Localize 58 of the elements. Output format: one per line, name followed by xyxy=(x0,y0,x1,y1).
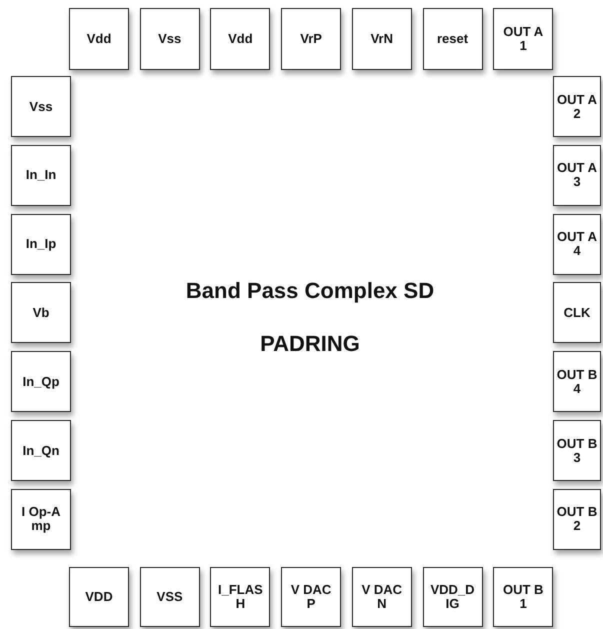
pad-box xyxy=(553,420,601,481)
pad-label: Vdd xyxy=(86,32,112,46)
pad-label: In_Qn xyxy=(22,444,60,458)
pad-box xyxy=(553,144,601,206)
pad-label: V DAC N xyxy=(360,583,404,611)
pad-box xyxy=(140,567,200,627)
pad-label: In_Ip xyxy=(26,237,56,252)
pad-box xyxy=(553,351,601,412)
pad-box xyxy=(352,8,412,70)
pad-box xyxy=(281,567,342,627)
pad-box xyxy=(140,8,200,70)
pad-label: OUT B4 xyxy=(556,368,598,396)
pad-label: OUT B2 xyxy=(556,505,598,534)
pad-label: I_FLASH xyxy=(217,583,264,611)
pad-box xyxy=(210,8,270,70)
pad-label: VDD_DIG xyxy=(430,583,476,611)
pad-box xyxy=(422,567,482,627)
pad-label: I Op-Amp xyxy=(20,505,62,534)
pad-box xyxy=(69,8,129,70)
chip-label: PADRING xyxy=(259,331,361,357)
pad-box xyxy=(493,567,554,627)
pad-label: V DAC P xyxy=(290,583,332,611)
pad-label: Vss xyxy=(29,100,53,114)
pad-box xyxy=(11,282,71,344)
pad-label: In_In xyxy=(26,168,56,182)
pad-box xyxy=(11,488,71,550)
pad-box xyxy=(11,420,71,481)
pad-box xyxy=(352,567,412,627)
pad-box xyxy=(553,76,601,137)
pad-box xyxy=(553,214,601,275)
chip-label: Band Pass Complex SD xyxy=(184,278,436,304)
pad-label: OUT B1 xyxy=(502,583,544,611)
pad-box xyxy=(11,144,71,206)
pad-label: VrP xyxy=(300,32,322,46)
pad-label: OUT A4 xyxy=(556,230,598,258)
pad-label: Vss xyxy=(158,32,182,46)
pad-box xyxy=(553,488,601,550)
pad-label: Vdd xyxy=(228,32,253,46)
pad-label: OUT A3 xyxy=(556,161,598,190)
pad-label: VrN xyxy=(370,32,393,46)
pad-box xyxy=(11,351,71,412)
pad-label: OUT A1 xyxy=(502,25,544,53)
pad-label: VDD xyxy=(85,590,113,604)
pad-label: OUT B3 xyxy=(556,436,598,464)
pad-label: Vb xyxy=(32,306,50,320)
pad-box xyxy=(553,282,601,344)
pad-label: CLK xyxy=(564,306,590,320)
pad-label: OUT A2 xyxy=(556,92,598,120)
pad-label: VSS xyxy=(156,590,183,604)
pad-box xyxy=(69,567,129,627)
pad-box xyxy=(281,8,342,70)
pad-box xyxy=(210,567,270,627)
pad-label: In_Qp xyxy=(22,374,60,389)
pad-box xyxy=(493,8,554,70)
pad-box xyxy=(11,214,71,275)
pad-label: reset xyxy=(436,32,468,46)
pad-box xyxy=(422,8,482,70)
pad-box xyxy=(11,76,71,137)
